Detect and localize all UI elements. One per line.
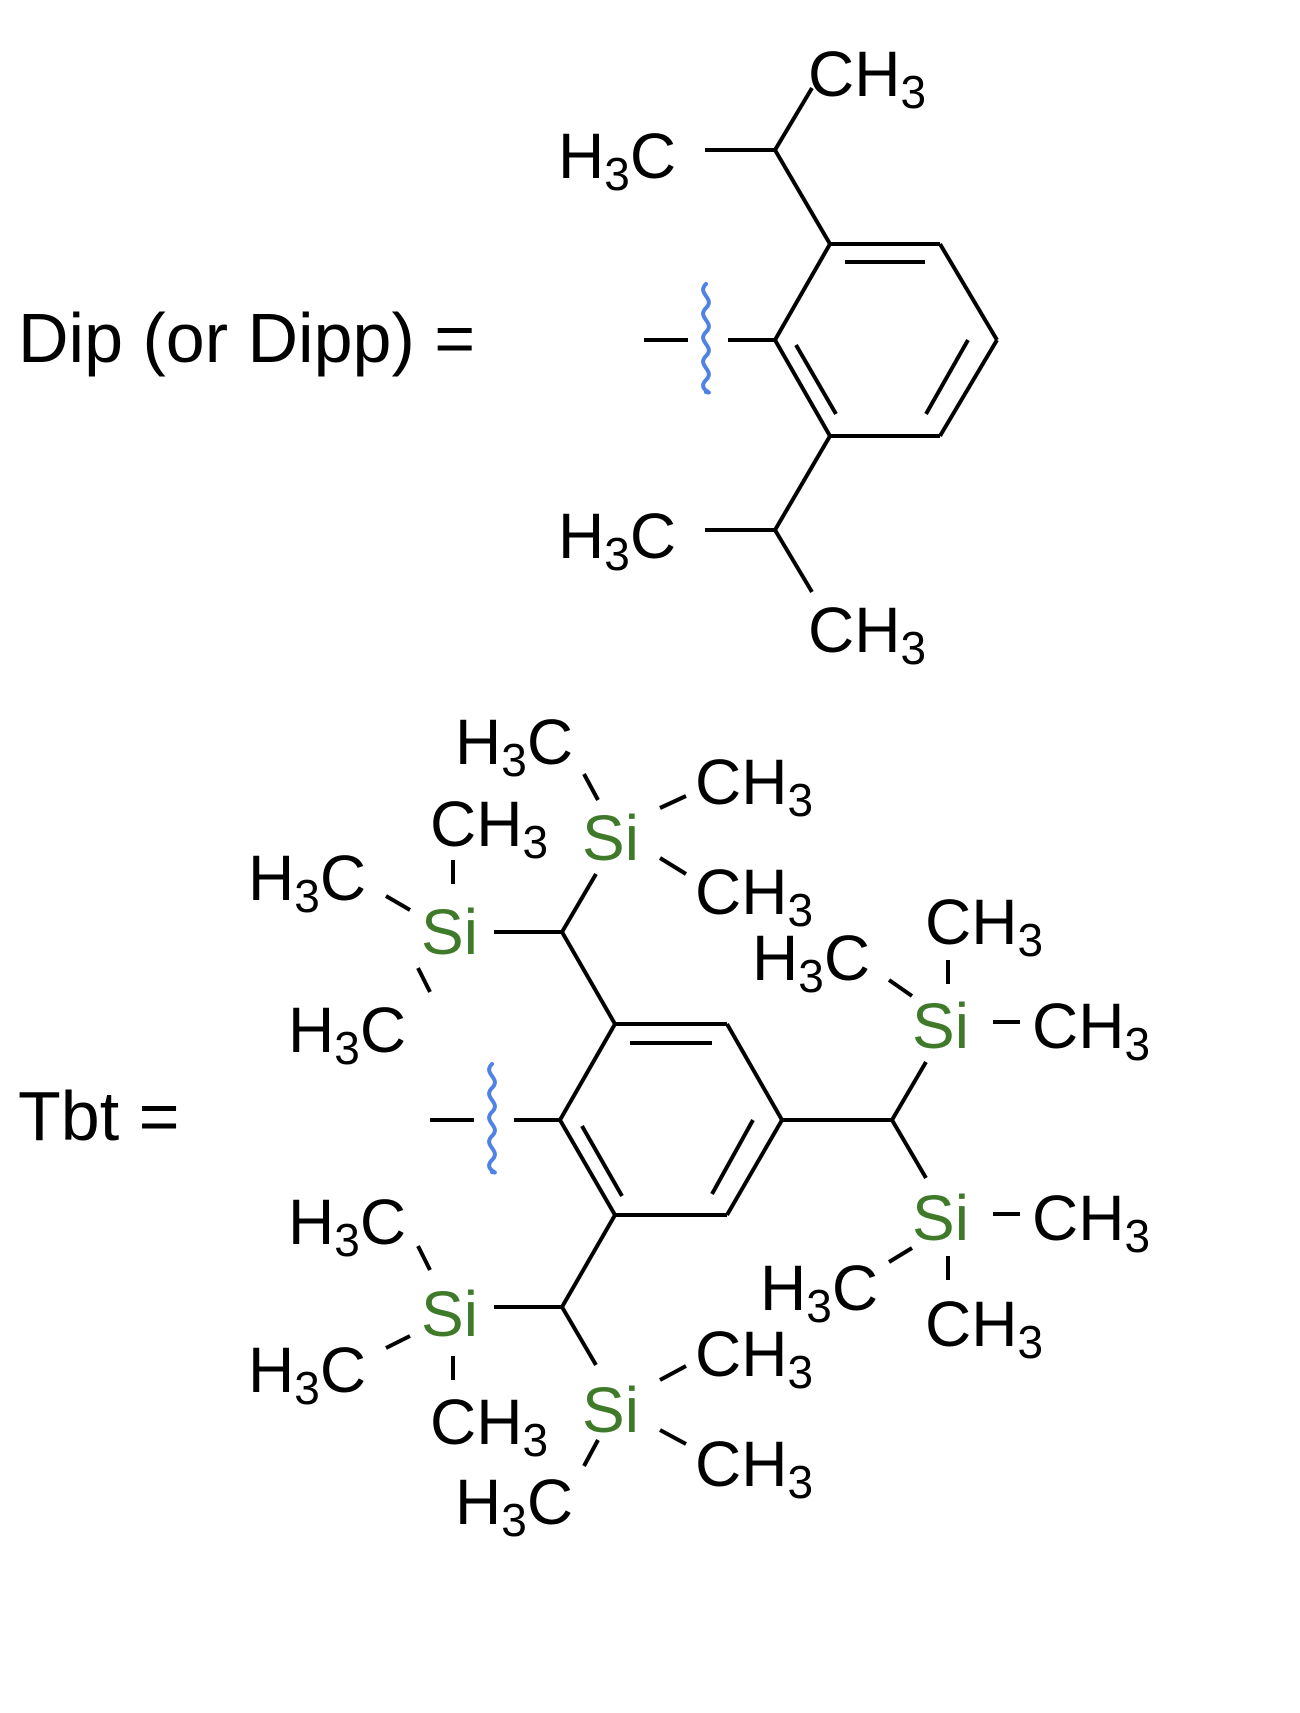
dip-ring-bond (938, 338, 999, 438)
dip-isopropyl-bond (773, 528, 814, 594)
methyl-group: H3C (248, 1334, 366, 1414)
methyl-group: CH3 (695, 856, 813, 936)
si-methyl-bond (582, 773, 600, 801)
dip-structure: CH3 H3C H3C CH3 (558, 38, 999, 674)
tbt-ring-bond (558, 1023, 617, 1121)
si-methyl-bond (384, 894, 412, 912)
silicon-atom: Si (582, 802, 639, 874)
methyl-group: CH3 (925, 1288, 1043, 1368)
si-methyl-bond (582, 1439, 600, 1467)
silicon-atom: Si (421, 1278, 478, 1350)
si-methyl-bond (385, 1334, 411, 1350)
tbt-ring-bond (558, 1118, 617, 1217)
dip-methyl-bottom: CH3 (808, 594, 926, 674)
dip-isopropyl-bond (773, 86, 814, 152)
silicon-atom: Si (421, 896, 478, 968)
methyl-group: H3C (760, 1252, 878, 1332)
tbt-si-bond (560, 872, 598, 934)
tbt-si-bond (890, 1118, 928, 1180)
tbt-double-bond (710, 1119, 755, 1195)
si-methyl-bond (658, 856, 688, 876)
dip-isopropyl-bond (773, 434, 832, 532)
silicon-atom: Si (912, 990, 969, 1062)
si-methyl-bond (416, 967, 432, 993)
tbt-ch-bond (560, 931, 617, 1025)
dip-ring-bond (938, 242, 999, 342)
si-methyl-bond (659, 794, 687, 810)
methyl-group: H3C (455, 706, 573, 786)
methyl-group: CH3 (430, 788, 548, 868)
methyl-group: H3C (455, 1466, 573, 1546)
methyl-group: CH3 (695, 1318, 813, 1398)
silicon-atom: Si (582, 1374, 639, 1446)
si-methyl-bond (659, 1364, 687, 1382)
tbt-ch-bond (560, 1214, 617, 1308)
dip-label: Dip (or Dipp) = (18, 299, 475, 377)
methyl-group: CH3 (925, 886, 1043, 966)
tbt-double-bond (580, 1125, 624, 1197)
tbt-ring-bond (725, 1023, 784, 1121)
methyl-group: CH3 (1032, 990, 1150, 1070)
tbt-structure: Si Si Si Si Si Si CH3 CH3 CH3 CH3 CH3 CH… (248, 706, 1150, 1546)
si-methyl-bond (887, 978, 914, 998)
tbt-si-bond (890, 1060, 928, 1122)
methyl-group: CH3 (695, 1428, 813, 1508)
methyl-group: H3C (288, 1186, 406, 1266)
tbt-label: Tbt = (18, 1077, 179, 1155)
dip-ring-bond (773, 243, 832, 341)
methyl-group: H3C (248, 842, 366, 922)
methyl-group: H3C (752, 922, 870, 1002)
dip-isopropyl-bond (773, 148, 832, 246)
silicon-atom: Si (912, 1182, 969, 1254)
dip-methyl-lower-left: H3C (558, 500, 676, 580)
methyl-group: CH3 (695, 746, 813, 826)
si-methyl-bond (887, 1246, 914, 1264)
dip-methyl-upper-left: H3C (558, 120, 676, 200)
dip-double-bond (794, 343, 838, 416)
methyl-group: H3C (288, 994, 406, 1074)
dip-double-bond (924, 339, 970, 415)
wavy-bond-icon (701, 282, 711, 395)
si-methyl-bond (416, 1245, 432, 1271)
si-methyl-bond (659, 1428, 687, 1446)
tbt-si-bond (560, 1305, 598, 1367)
methyl-group: CH3 (430, 1386, 548, 1466)
methyl-group: CH3 (1032, 1182, 1150, 1262)
dip-methyl-top: CH3 (808, 38, 926, 118)
tbt-ring-bond (725, 1118, 784, 1217)
dip-ring-bond (773, 339, 832, 437)
wavy-bond-icon (487, 1062, 497, 1175)
